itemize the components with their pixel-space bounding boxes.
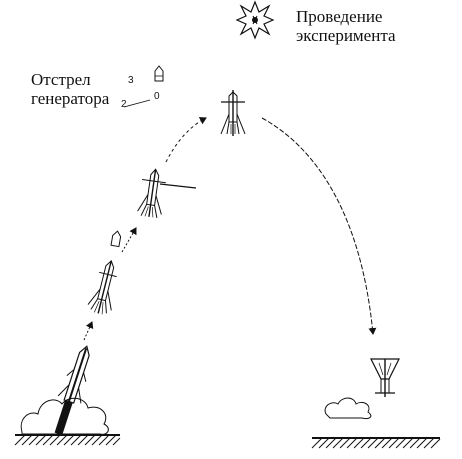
generator-pointer-line [123,99,151,108]
stage-number-zero: 0 [154,91,160,102]
separation-line [159,183,197,189]
label-experiment-line2: эксперимента [296,26,396,45]
rocket-icon [54,345,90,436]
landing-cloud-icon [324,397,372,419]
generator-capsule-icon [110,230,122,248]
explosion-icon [235,0,275,40]
rocket-icon-landed [370,358,400,397]
rocket-icon-stage-3 [137,168,166,218]
rocket-icon-apogee [220,90,246,136]
rocket-icon-stage-2 [87,260,117,315]
label-experiment-line1: Проведение [296,7,383,26]
ground-left [14,434,121,446]
label-generator-line2: генератора [31,89,110,108]
label-generator-line1: Отстрел [31,70,91,89]
trajectory-arrow-2 [121,227,137,253]
generator-capsule-icon-upper [154,65,164,82]
stage-number-two: 2 [121,99,127,110]
trajectory-arrow-1 [83,321,94,341]
trajectory-arc-descent [261,117,377,335]
label-experiment: Проведение эксперимента [296,7,396,45]
ground-right [311,437,441,449]
label-generator-ejection: Отстрел генератора [31,70,109,108]
launch-smoke-cloud-icon [20,397,109,435]
trajectory-arc-ascent [165,117,207,163]
stage-number-three: 3 [128,75,134,86]
